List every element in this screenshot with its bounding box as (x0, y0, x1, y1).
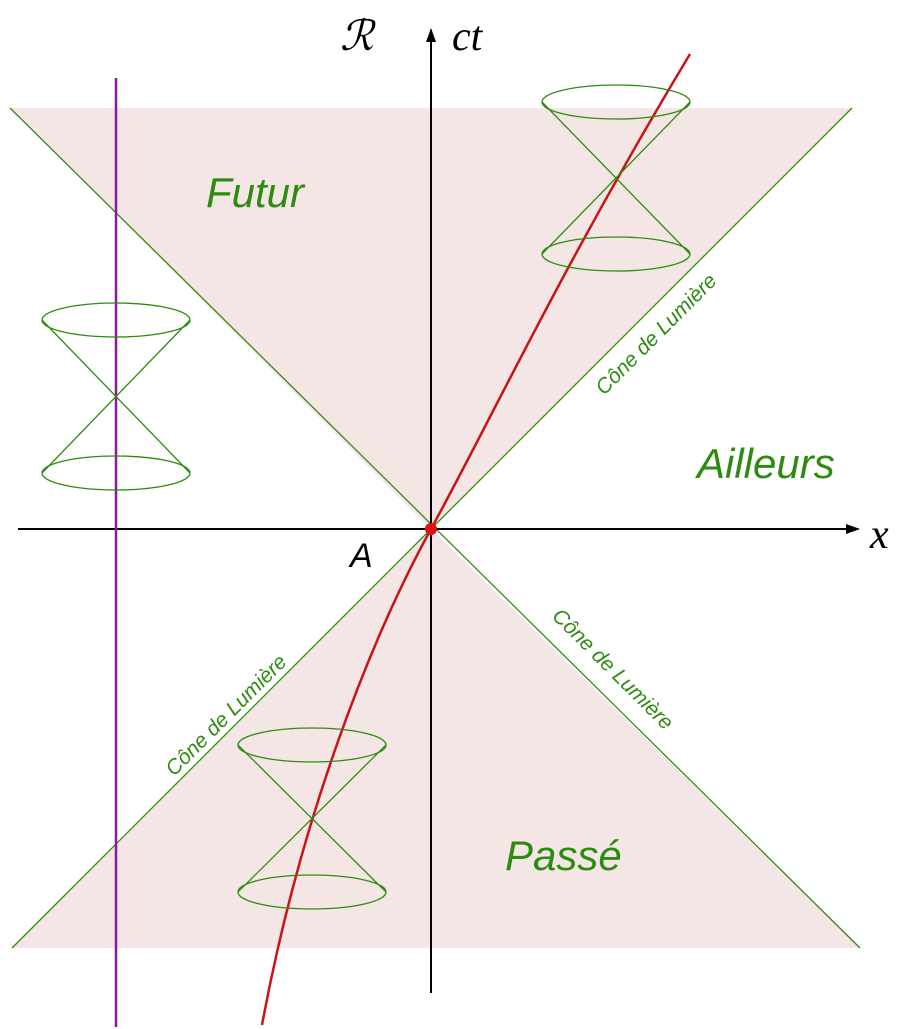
time-axis-label: ct (452, 14, 484, 60)
future-region-label: Futur (206, 169, 306, 216)
local-light-cone-left (41, 302, 191, 491)
local-light-cone-lower (237, 727, 387, 910)
frame-label: ℛ (340, 14, 376, 60)
event-point (425, 523, 437, 535)
local-light-cone-upper-right (541, 84, 691, 272)
past-region-label: Passé (505, 832, 622, 879)
space-axis-label: x (869, 512, 889, 558)
event-label: A (348, 537, 373, 575)
elsewhere-region-label: Ailleurs (694, 440, 835, 487)
past-region (12, 529, 860, 948)
